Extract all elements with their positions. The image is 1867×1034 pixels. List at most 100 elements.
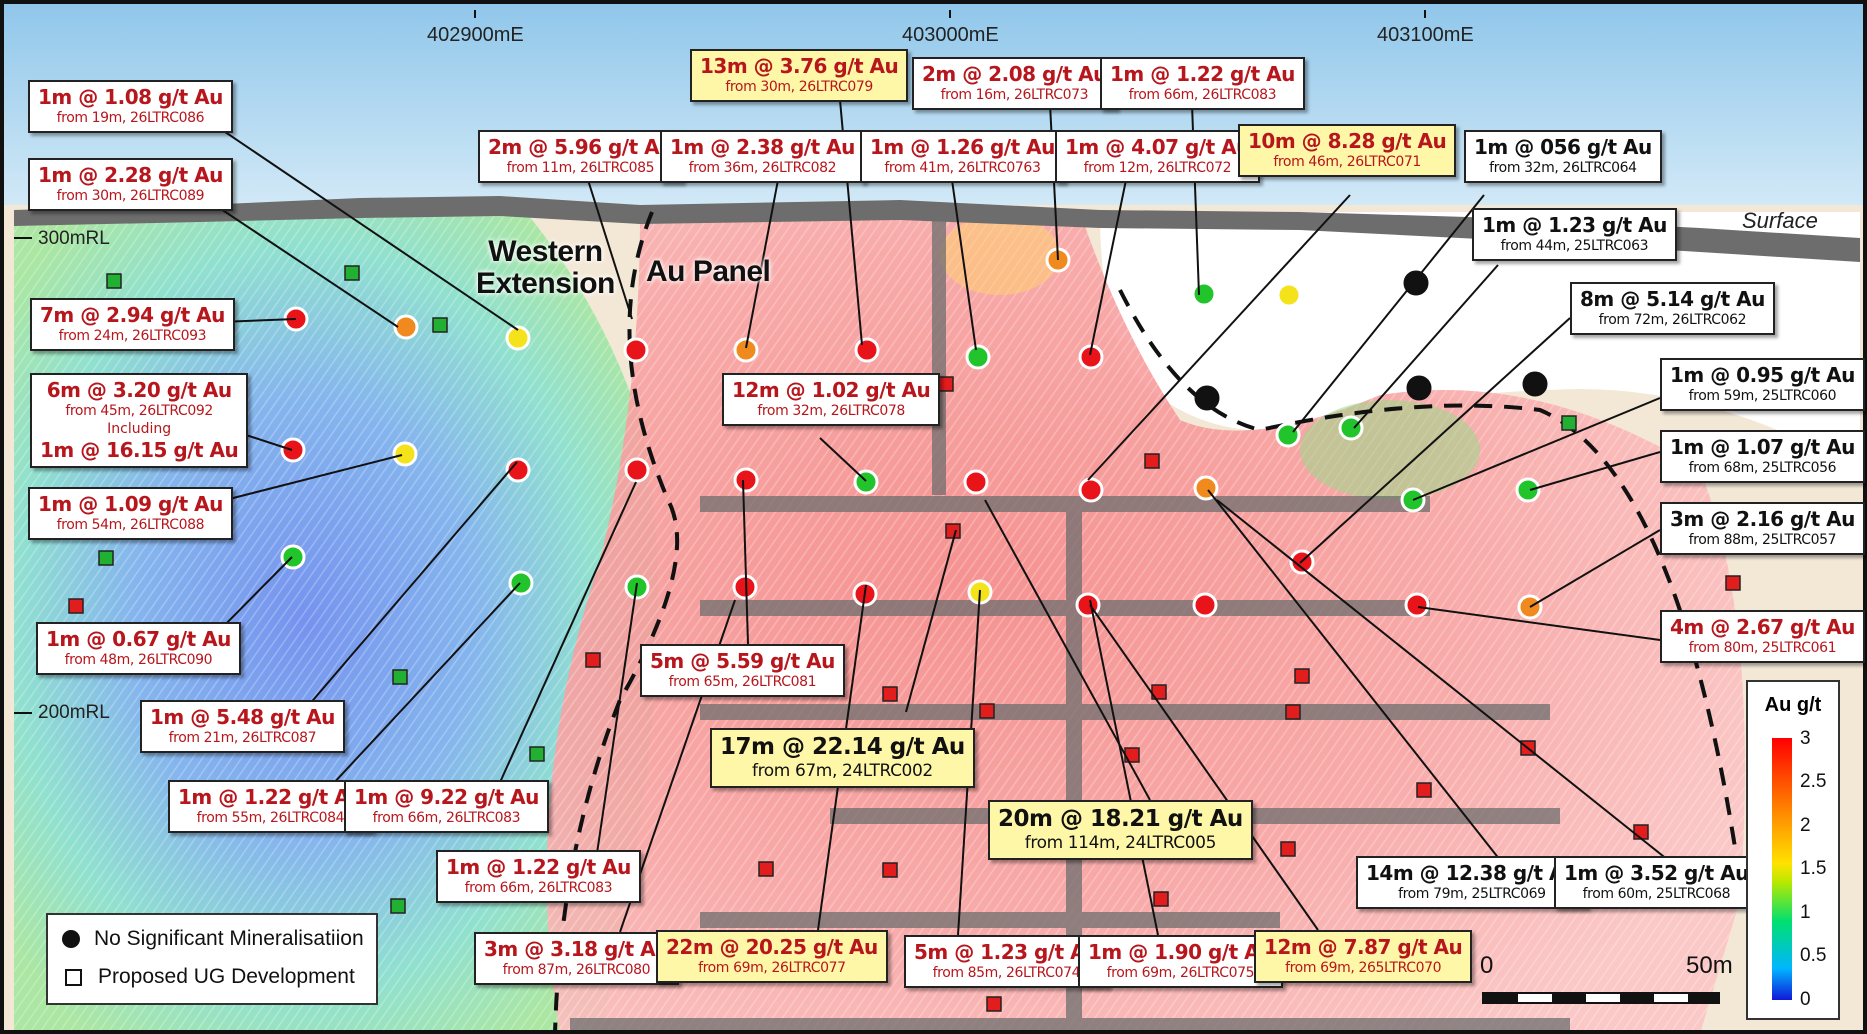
intercept-depth-hole: from 32m, 26LTRC064 [1489, 160, 1637, 176]
ug-development-square [1416, 782, 1432, 798]
intercept-grade: 1m @ 1.90 g/t Au [1088, 940, 1273, 964]
drill-intercept-marker [1404, 592, 1430, 618]
drill-intercept-marker [393, 314, 419, 340]
drill-intercept-marker [505, 457, 531, 483]
drill-intercept-marker [280, 437, 306, 463]
intercept-depth-hole: from 66m, 26LTRC083 [464, 880, 613, 896]
leader-line [984, 499, 1151, 801]
intercept-depth-hole: from 87m, 26LTRC080 [502, 962, 651, 978]
colorbar-tick: 2 [1800, 815, 1811, 836]
leader-line [905, 529, 957, 713]
ug-development-square [1725, 575, 1741, 591]
drill-intercept-marker [1403, 270, 1429, 296]
leader-line [199, 114, 519, 331]
intercept-grade: 1m @ 16.15 g/t Au [40, 438, 239, 462]
colorbar-tick: 2.5 [1800, 771, 1827, 792]
ug-development-square [1144, 453, 1160, 469]
intercept-depth-hole: from 65m, 26LTRC081 [668, 674, 817, 690]
intercept-depth-hole: from 16m, 26LTRC073 [940, 87, 1089, 103]
intercept-depth-hole: from 36m, 26LTRC082 [688, 160, 837, 176]
intercept-depth-hole: from 46m, 26LTRC071 [1273, 154, 1421, 170]
intercept-grade: 1m @ 056 g/t Au [1474, 135, 1652, 159]
scale-bar: 0 50m [1478, 952, 1733, 1004]
leader-line [1216, 499, 1669, 861]
legend-row: No Significant Mineralisatiion [62, 927, 364, 951]
colorbar-title: Au g/t [1764, 694, 1822, 716]
leader-line [317, 582, 521, 801]
leader-line [1089, 599, 1159, 936]
rl-label: 300mRL [38, 228, 110, 249]
leader-line [295, 461, 518, 721]
leader-line [1089, 179, 1127, 356]
leader-line [951, 179, 977, 351]
leader-line [1529, 529, 1661, 608]
intercept-depth-hole: from 21m, 26LTRC087 [168, 730, 317, 746]
leader-line [1417, 606, 1661, 641]
intercept-grade: 4m @ 2.67 g/t Au [1670, 615, 1855, 639]
legend-row: Proposed UG Development [62, 965, 355, 989]
intercept-depth-hole: from 44m, 25LTRC063 [1500, 238, 1649, 254]
legend-no-sig: No Significant Mineralisatiion [94, 927, 364, 950]
leader-line [491, 481, 637, 801]
leader-line [745, 179, 779, 349]
drill-intercepts [280, 247, 1548, 620]
intercept-depth-hole: from 45m, 26LTRC092 [65, 403, 213, 419]
including-label: Including [107, 421, 172, 437]
intercept-depth-hole: from 41m, 26LTRC0763 [884, 160, 1041, 176]
intercept-depth-hole: from 59m, 25LTRC060 [1688, 388, 1837, 404]
drill-intercept-marker [624, 457, 650, 483]
drill-intercept-marker [733, 337, 759, 363]
ug-development-square [1561, 415, 1577, 431]
intercept-grade: 1m @ 4.07 g/t Au [1065, 135, 1250, 159]
intercept-depth-hole: from 68m, 25LTRC056 [1688, 460, 1837, 476]
drill-intercept-marker [1275, 422, 1301, 448]
panel-line: Western [488, 235, 603, 268]
intercept-grade: 1m @ 1.22 g/t Au [1110, 62, 1295, 86]
leader-line [742, 479, 749, 645]
surface-label: Surface [1742, 208, 1818, 233]
leader-line [1292, 194, 1485, 433]
ug-development-square [106, 273, 122, 289]
leader-line [587, 179, 633, 320]
intercept-depth-hole: from 32m, 26LTRC078 [757, 403, 905, 419]
western-extension-label: Western Extension [476, 236, 615, 300]
intercept-grade: 12m @ 1.02 g/t Au [732, 378, 931, 402]
drill-intercept-marker [1515, 477, 1541, 503]
intercept-grade: 2m @ 5.96 g/t Au [488, 135, 673, 159]
panel-line: Extension [476, 267, 615, 300]
intercept-grade: 13m @ 3.76 g/t Au [700, 54, 899, 78]
intercept-depth-hole: from 55m, 26LTRC084 [196, 810, 345, 826]
ug-development-square [979, 703, 995, 719]
leader-line [1529, 451, 1661, 491]
intercept-grade: 1m @ 1.23 g/t Au [1482, 213, 1667, 237]
intercept-depth-hole: from 19m, 26LTRC086 [56, 110, 205, 126]
intercept-grade: 1m @ 1.07 g/t Au [1670, 435, 1855, 459]
intercept-depth-hole: from 72m, 26LTRC062 [1598, 312, 1747, 328]
au-panel-label: Au Panel [646, 256, 771, 288]
drill-intercept-marker [1522, 371, 1548, 397]
intercept-depth-hole: from 85m, 26LTRC074 [932, 965, 1081, 981]
drill-intercept-marker [1191, 281, 1217, 307]
intercept-grade: 2m @ 2.08 g/t Au [922, 62, 1107, 86]
intercept-depth-hole: from 69m, 26LTRC077 [698, 960, 846, 976]
intercept-depth-hole: from 66m, 26LTRC083 [372, 810, 521, 826]
drill-intercept-marker [854, 337, 880, 363]
intercept-depth-hole: from 30m, 26LTRC089 [56, 188, 205, 204]
